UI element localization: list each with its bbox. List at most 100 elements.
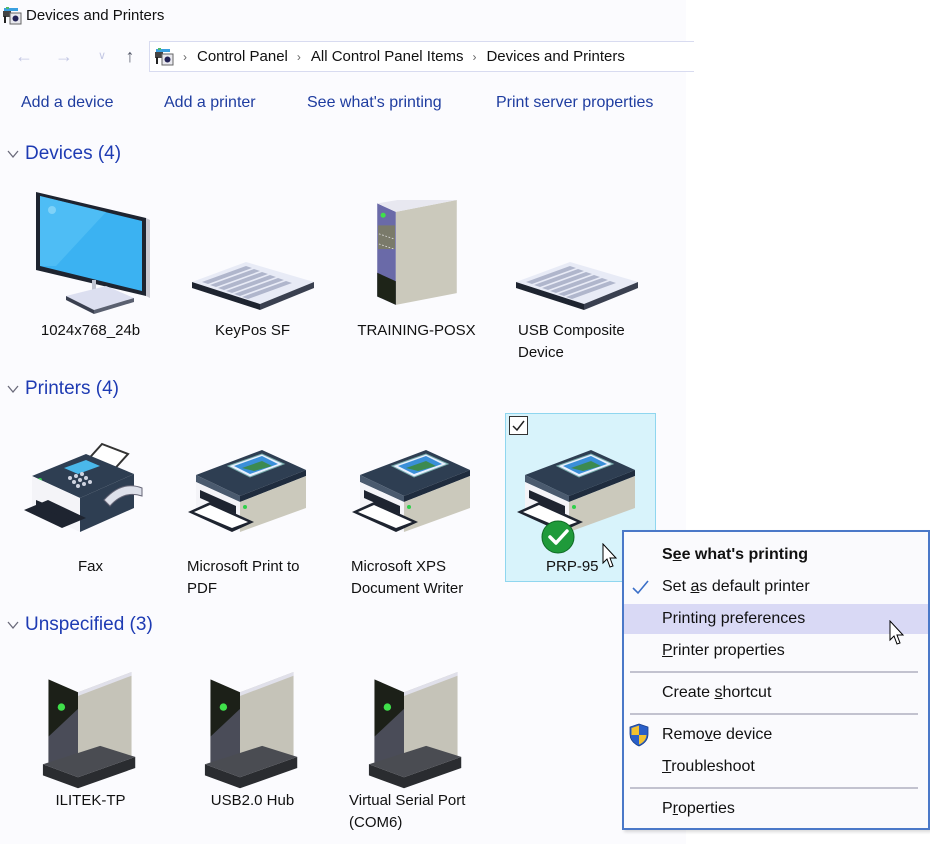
title-bar: Devices and Printers (0, 0, 686, 32)
menu-item-set-as-default-printer[interactable]: Set as default printer (624, 572, 928, 602)
menu-separator (630, 713, 918, 715)
chevron-down-icon (6, 147, 20, 161)
window-title: Devices and Printers (26, 7, 165, 24)
computer-tower-icon (362, 200, 472, 310)
device-tile-ilitek-tp[interactable]: ILITEK-TP (18, 672, 163, 812)
keyboard-icon (188, 252, 318, 312)
device-name: ILITEK-TP (55, 792, 126, 809)
menu-item-remove-device[interactable]: Remove device (624, 720, 928, 750)
device-name: TRAINING-POSX (357, 322, 476, 339)
printer-icon (348, 440, 478, 540)
menu-label-part: hortcut (722, 684, 772, 701)
group-header-unspecified[interactable]: Unspecified (3) (6, 614, 153, 636)
device-name: USB2.0 Hub (210, 792, 295, 809)
menu-accelerator: v (704, 726, 713, 743)
menu-label-part: S (662, 546, 673, 563)
uac-shield-icon (629, 723, 649, 747)
printer-icon (184, 440, 314, 540)
breadcrumb-separator-icon: › (183, 49, 187, 64)
add-a-printer-button[interactable]: Add a printer (164, 94, 256, 111)
device-name: 1024x768_24b (40, 322, 141, 339)
menu-label-part: Set (662, 578, 691, 595)
printer-tile-microsoft-print-to-pdf[interactable]: Microsoft Print to PDF (180, 440, 325, 600)
item-select-checkbox[interactable] (509, 416, 528, 435)
device-tile-training-posx[interactable]: TRAINING-POSX (344, 180, 489, 340)
printer-tile-fax[interactable]: Fax (18, 440, 163, 580)
generic-device-icon (200, 672, 304, 792)
mouse-cursor-icon (889, 620, 905, 645)
control-panel-icon (154, 48, 174, 66)
generic-device-icon (364, 672, 468, 792)
device-name-line2: (COM6) (349, 814, 403, 831)
menu-label-part: preferences (716, 610, 806, 627)
menu-item-printing-preferences[interactable]: Printing preferences (624, 604, 928, 634)
device-tile-keypos-sf[interactable]: KeyPos SF (180, 180, 325, 340)
recent-locations-chevron-icon[interactable]: ∨ (97, 50, 107, 62)
chevron-down-icon (6, 382, 20, 396)
printer-name-line2: Document Writer (351, 580, 464, 597)
menu-item-see-whats-printing[interactable]: See what's printing (624, 540, 928, 570)
device-tile-monitor[interactable]: 1024x768_24b (18, 180, 163, 340)
printer-icon (508, 440, 648, 540)
menu-accelerator: r (672, 800, 678, 817)
menu-accelerator: s (714, 684, 723, 701)
menu-accelerator: a (690, 578, 700, 595)
checkmark-icon (512, 420, 525, 432)
device-name: KeyPos SF (214, 322, 291, 339)
printer-name-line1: Microsoft XPS (351, 558, 447, 575)
menu-item-troubleshoot[interactable]: Troubleshoot (624, 752, 928, 782)
menu-label-part: P (662, 800, 673, 817)
menu-label-part: s default printer (699, 578, 810, 595)
menu-accelerator: g (707, 610, 717, 627)
device-name-line1: USB Composite (518, 322, 625, 339)
default-printer-check-icon (541, 520, 575, 554)
group-label: Unspecified (3) (25, 614, 153, 635)
printer-context-menu: See what's printing Set as default print… (622, 530, 930, 830)
device-tile-usb2-hub[interactable]: USB2.0 Hub (180, 672, 325, 812)
generic-device-icon (38, 672, 142, 792)
devices-and-printers-window: Devices and Printers ← → ∨ ↑ › Control P… (0, 0, 694, 842)
menu-label-part: roubleshoot (671, 758, 755, 775)
menu-accelerator: T (662, 758, 672, 775)
add-a-device-button[interactable]: Add a device (21, 94, 114, 111)
device-tile-virtual-serial-port[interactable]: Virtual Serial Port (COM6) (344, 672, 489, 842)
see-whats-printing-button[interactable]: See what's printing (307, 94, 442, 111)
printer-tile-prp-95[interactable]: PRP-95 (508, 440, 653, 580)
checkmark-icon (632, 580, 649, 595)
breadcrumb-devices-and-printers[interactable]: Devices and Printers (486, 48, 625, 65)
group-label: Printers (4) (25, 378, 119, 399)
menu-separator (630, 671, 918, 673)
breadcrumb-control-panel[interactable]: Control Panel (197, 48, 288, 65)
group-header-devices[interactable]: Devices (4) (6, 143, 121, 165)
breadcrumb-separator-icon[interactable]: › (296, 49, 301, 64)
device-tile-usb-composite-device[interactable]: USB Composite Device (510, 180, 655, 365)
fax-icon (24, 440, 154, 540)
address-bar[interactable]: › Control Panel › All Control Panel Item… (149, 41, 694, 72)
menu-item-properties[interactable]: Properties (624, 794, 928, 824)
device-name-line1: Virtual Serial Port (349, 792, 466, 809)
menu-accelerator: P (662, 642, 673, 659)
menu-item-printer-properties[interactable]: Printer properties (624, 636, 928, 666)
menu-separator (630, 787, 918, 789)
breadcrumb-all-control-panel-items[interactable]: All Control Panel Items (310, 48, 464, 65)
printer-name-line2: PDF (187, 580, 217, 597)
forward-arrow-icon[interactable]: → (55, 46, 73, 66)
up-arrow-icon[interactable]: ↑ (125, 46, 135, 66)
group-header-printers[interactable]: Printers (4) (6, 378, 119, 400)
back-arrow-icon[interactable]: ← (15, 46, 33, 66)
menu-item-create-shortcut[interactable]: Create shortcut (624, 678, 928, 708)
menu-label-part: e device (712, 726, 773, 743)
menu-label-part: operties (678, 800, 735, 817)
printer-tile-microsoft-xps-document-writer[interactable]: Microsoft XPS Document Writer (344, 440, 489, 600)
breadcrumb-separator-icon[interactable]: › (472, 49, 477, 64)
navigation-bar: ← → ∨ ↑ › Control Panel › All Control Pa… (0, 40, 694, 72)
menu-accelerator: e (672, 546, 682, 563)
menu-label-part: Printin (662, 610, 708, 627)
keyboard-icon (512, 252, 642, 312)
print-server-properties-button[interactable]: Print server properties (496, 94, 654, 111)
command-bar: Add a device Add a printer See what's pr… (0, 90, 686, 118)
monitor-icon (26, 188, 156, 318)
menu-label-part: Remo (662, 726, 705, 743)
mouse-cursor-icon (602, 543, 618, 568)
menu-label-part: Create (662, 684, 715, 701)
